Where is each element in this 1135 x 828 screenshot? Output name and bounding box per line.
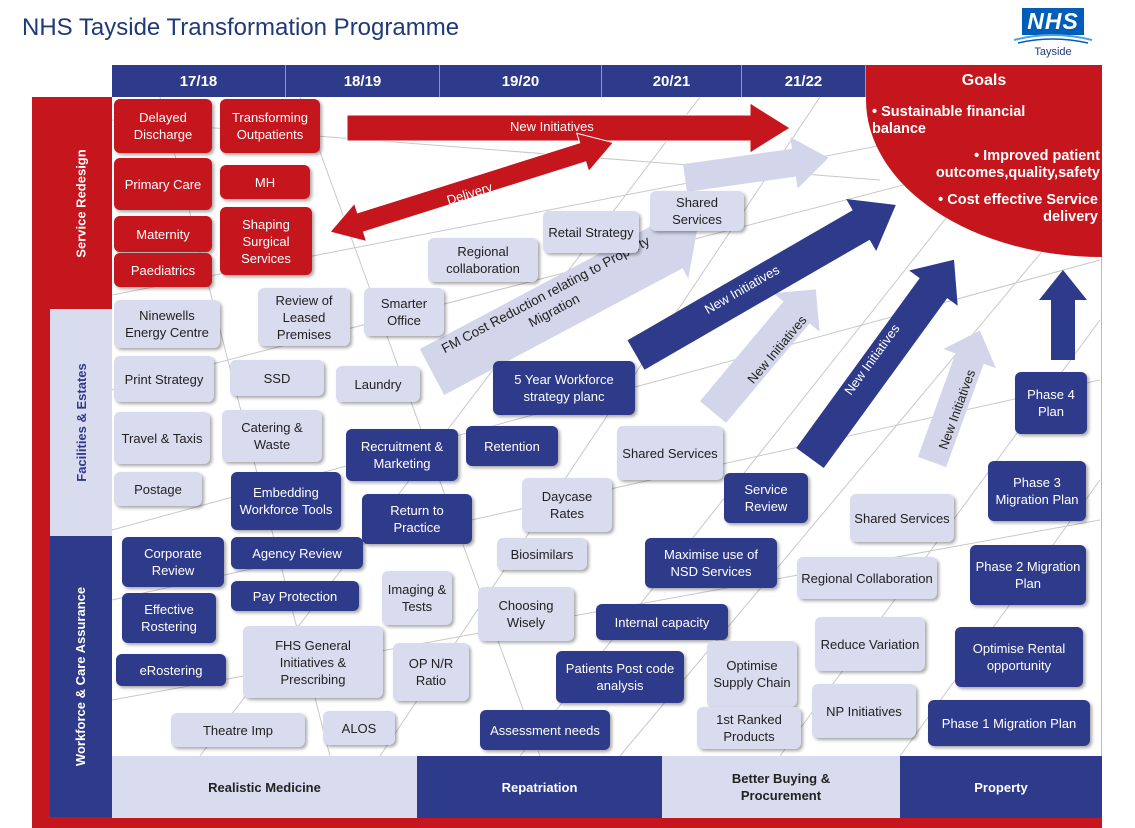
card-erostering[interactable]: eRostering (116, 654, 226, 686)
new-initiatives-red-label: New Initiatives (510, 119, 594, 134)
year-header-1920: 19/20 (440, 65, 602, 97)
logo-swoosh-icon (1013, 34, 1093, 44)
card-shared-services-3[interactable]: Shared Services (850, 494, 954, 542)
card-theatre-imp[interactable]: Theatre Imp (171, 713, 305, 747)
card-maximise-nsd[interactable]: Maximise use of NSD Services (645, 538, 777, 588)
section-facilities-estates: Facilities & Estates (50, 309, 112, 536)
card-laundry[interactable]: Laundry (336, 366, 420, 402)
fm-cost-light-arrow-icon (419, 211, 697, 395)
card-regional-collaboration-2[interactable]: Regional Collaboration (797, 557, 937, 599)
nhs-logo-mark: NHS (1022, 8, 1084, 35)
card-maternity[interactable]: Maternity (114, 216, 212, 252)
card-five-year-workforce[interactable]: 5 Year Workforce strategy planc (493, 361, 635, 415)
card-shared-services-2[interactable]: Shared Services (617, 426, 723, 480)
card-print-strategy[interactable]: Print Strategy (114, 356, 214, 402)
bottom-realistic-medicine: Realistic Medicine (112, 756, 417, 818)
card-transforming-outpatients[interactable]: Transforming Outpatients (220, 99, 320, 153)
card-effective-rostering[interactable]: Effective Rostering (122, 593, 216, 643)
card-phase-1[interactable]: Phase 1 Migration Plan (928, 700, 1090, 746)
card-retention[interactable]: Retention (466, 426, 558, 466)
card-review-leased[interactable]: Review of Leased Premises (258, 288, 350, 346)
bottom-repatriation: Repatriation (417, 756, 662, 818)
card-shaping-surgical[interactable]: Shaping Surgical Services (220, 207, 312, 275)
card-mh[interactable]: MH (220, 165, 310, 199)
card-travel-taxis[interactable]: Travel & Taxis (114, 412, 210, 464)
card-delayed-discharge[interactable]: Delayed Discharge (114, 99, 212, 153)
card-optimise-rental[interactable]: Optimise Rental opportunity (955, 627, 1083, 687)
card-first-ranked[interactable]: 1st Ranked Products (697, 707, 801, 749)
section-service-redesign: Service Redesign (50, 97, 112, 309)
new-initiatives-navy-arrow-2-icon (796, 259, 958, 468)
card-recruitment-marketing[interactable]: Recruitment & Marketing (346, 429, 458, 481)
card-regional-collaboration-1[interactable]: Regional collaboration (428, 238, 538, 282)
card-agency-review[interactable]: Agency Review (231, 537, 363, 569)
bottom-better-buying: Better Buying & Procurement (662, 756, 900, 818)
card-shared-services-1[interactable]: Shared Services (650, 191, 744, 231)
year-header-1718: 17/18 (112, 65, 286, 97)
grid-area (112, 97, 1102, 756)
card-ninewells[interactable]: Ninewells Energy Centre (114, 300, 220, 348)
card-choosing-wisely[interactable]: Choosing Wisely (478, 587, 574, 641)
up-navy-arrow-icon (1039, 270, 1087, 360)
delivery-double-arrow-icon (329, 132, 615, 243)
card-catering-waste[interactable]: Catering & Waste (222, 410, 322, 462)
card-primary-care[interactable]: Primary Care (114, 158, 212, 210)
nhs-logo: NHS Tayside (1012, 6, 1102, 62)
goal-item-2: • Improved patient outcomes,quality,safe… (935, 148, 1100, 181)
card-daycase-rates[interactable]: Daycase Rates (522, 478, 612, 532)
card-assessment-needs[interactable]: Assessment needs (480, 710, 610, 750)
card-pay-protection[interactable]: Pay Protection (231, 581, 359, 611)
year-header-2021: 20/21 (602, 65, 742, 97)
card-postage[interactable]: Postage (114, 472, 202, 506)
card-retail-strategy[interactable]: Retail Strategy (543, 211, 639, 253)
goals-header: Goals (866, 65, 1102, 97)
page-title: NHS Tayside Transformation Programme (22, 14, 460, 41)
card-patients-post[interactable]: Patients Post code analysis (556, 651, 684, 703)
goal-item-1: • Sustainable financial balance (872, 104, 1026, 137)
nhs-logo-sub: Tayside (1034, 46, 1072, 58)
card-phase-3[interactable]: Phase 3 Migration Plan (988, 461, 1086, 521)
goal-item-3: • Cost effective Service delivery (938, 192, 1098, 225)
year-header-1819: 18/19 (286, 65, 440, 97)
card-alos[interactable]: ALOS (323, 711, 395, 745)
light-arrow-top-icon (683, 136, 829, 192)
card-service-review[interactable]: Service Review (724, 473, 808, 523)
card-op-nr-ratio[interactable]: OP N/R Ratio (393, 643, 469, 701)
new-initiatives-light-arrow-1-icon (699, 289, 820, 423)
card-corporate-review[interactable]: Corporate Review (122, 537, 224, 587)
card-imaging-tests[interactable]: Imaging & Tests (382, 571, 452, 625)
left-stripe (32, 97, 50, 817)
card-reduce-variation[interactable]: Reduce Variation (815, 617, 925, 671)
card-paediatrics[interactable]: Paediatrics (114, 253, 212, 287)
card-phase-4[interactable]: Phase 4 Plan (1015, 372, 1087, 434)
card-ssd[interactable]: SSD (230, 360, 324, 396)
card-phase-2[interactable]: Phase 2 Migration Plan (970, 545, 1086, 605)
card-np-initiatives[interactable]: NP Initiatives (812, 684, 916, 738)
bottom-strip (32, 817, 1102, 828)
bottom-property: Property (900, 756, 1102, 818)
new-initiatives-red-arrow-icon (346, 102, 791, 154)
card-return-to-practice[interactable]: Return to Practice (362, 494, 472, 544)
new-initiatives-light-arrow-2-icon (917, 330, 996, 468)
card-optimise-supply[interactable]: Optimise Supply Chain (707, 641, 797, 707)
year-header-2122: 21/22 (742, 65, 866, 97)
card-biosimilars[interactable]: Biosimilars (497, 538, 587, 570)
card-fhs-general[interactable]: FHS General Initiatives & Prescribing (243, 626, 383, 698)
section-workforce: Workforce & Care Assurance (50, 536, 112, 817)
card-smarter-office[interactable]: Smarter Office (364, 288, 444, 336)
new-initiatives-navy-arrow-1-icon (627, 199, 896, 370)
card-internal-capacity[interactable]: Internal capacity (596, 604, 728, 640)
card-embedding-workforce[interactable]: Embedding Workforce Tools (231, 472, 341, 530)
